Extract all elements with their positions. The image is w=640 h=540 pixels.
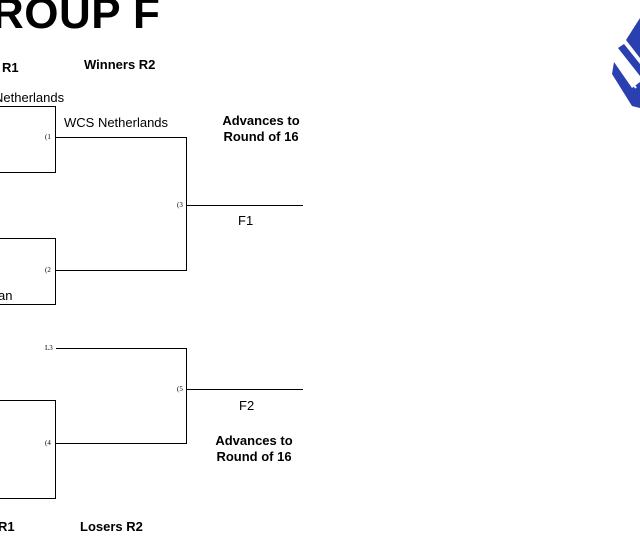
bracket-line bbox=[187, 389, 303, 390]
header-losers-r2: Losers R2 bbox=[80, 519, 143, 534]
match-code: L3 bbox=[45, 344, 53, 352]
bracket-line bbox=[55, 400, 56, 499]
bracket-line bbox=[55, 106, 56, 173]
advances-top-line1: Advances to bbox=[222, 113, 300, 128]
advances-bottom: Advances to Round of 16 bbox=[209, 433, 299, 465]
bracket-line bbox=[0, 498, 56, 499]
match-code: (4 bbox=[45, 439, 51, 447]
bracket-line bbox=[55, 238, 56, 305]
match-code: (2 bbox=[45, 266, 51, 274]
advances-bottom-line1: Advances to bbox=[215, 433, 293, 448]
team-r2-top: WCS Netherlands bbox=[64, 115, 169, 130]
match-code: (3 bbox=[177, 201, 183, 209]
bracket-line bbox=[0, 238, 56, 239]
bracket-line bbox=[0, 304, 56, 305]
advances-top-line2: Round of 16 bbox=[223, 129, 299, 144]
bracket-line bbox=[0, 106, 56, 107]
bracket-line bbox=[56, 348, 187, 349]
final-f1-label: F1 bbox=[238, 213, 254, 228]
bracket-line bbox=[56, 137, 187, 138]
header-winners-r2: Winners R2 bbox=[84, 57, 156, 72]
group-title: ROUP F bbox=[0, 0, 161, 38]
advances-top: Advances to Round of 16 bbox=[216, 113, 306, 145]
bracket-line bbox=[186, 137, 187, 271]
tournament-logo-icon bbox=[612, 18, 640, 108]
advances-bottom-line2: Round of 16 bbox=[216, 449, 292, 464]
bracket-line bbox=[56, 270, 187, 271]
bracket-line bbox=[0, 172, 56, 173]
team-r1-bottom: an bbox=[0, 288, 13, 303]
bracket-line bbox=[186, 348, 187, 444]
match-code: (1 bbox=[45, 133, 51, 141]
bracket-line bbox=[187, 205, 303, 206]
header-winners-r1: R1 bbox=[2, 60, 19, 75]
team-r1-top: Netherlands bbox=[0, 90, 65, 105]
match-code: (5 bbox=[177, 385, 183, 393]
final-f2-label: F2 bbox=[239, 398, 255, 413]
bracket-line bbox=[56, 443, 187, 444]
header-losers-r1: R1 bbox=[0, 519, 15, 534]
bracket-line bbox=[0, 400, 56, 401]
